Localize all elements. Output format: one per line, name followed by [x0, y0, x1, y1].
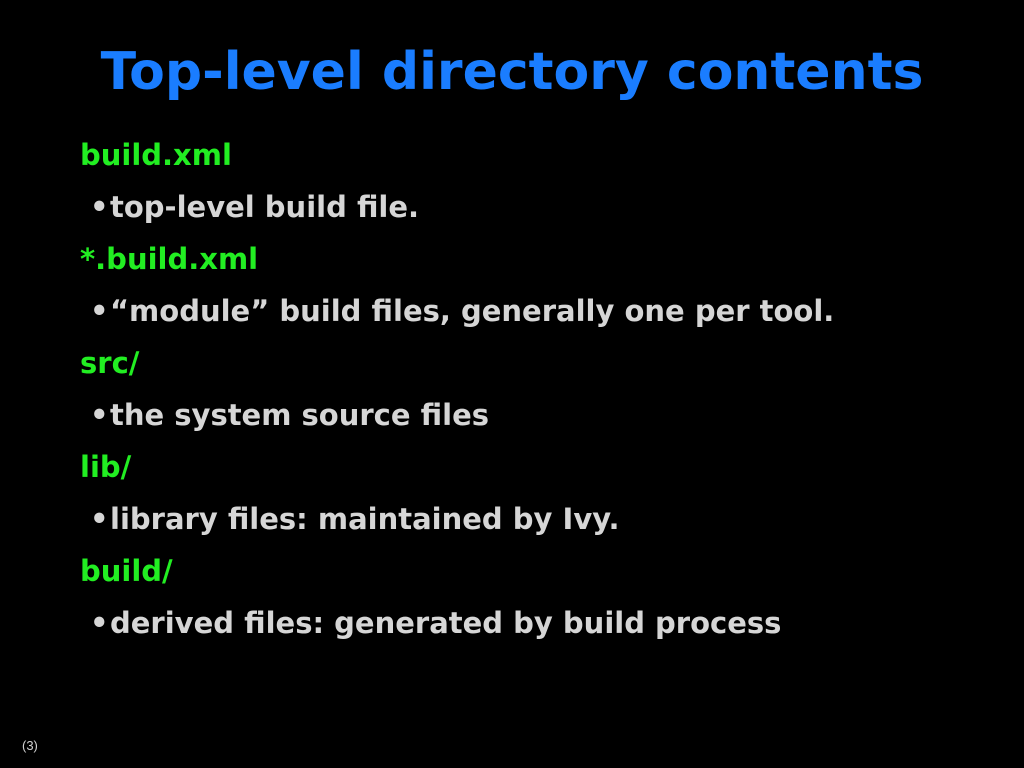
entry-term: lib/ [80, 450, 132, 484]
entry-description: derived files: generated by build proces… [110, 606, 782, 640]
slide-number: (3) [22, 738, 38, 753]
entry-description: the system source files [110, 398, 489, 432]
entry-description: top-level build file. [110, 190, 420, 224]
entry-description: library files: maintained by Ivy. [110, 502, 620, 536]
entry-description: “module” build files, generally one per … [110, 294, 835, 328]
list-item: build.xml • top-level build file. [80, 130, 980, 234]
entry-description-row: • “module” build files, generally one pe… [80, 284, 980, 338]
bullet-icon: • [90, 606, 109, 640]
entry-term: *.build.xml [80, 242, 259, 276]
list-item: *.build.xml • “module” build files, gene… [80, 234, 980, 338]
list-item: build/ • derived files: generated by bui… [80, 546, 980, 650]
list-item: lib/ • library files: maintained by Ivy. [80, 442, 980, 546]
bullet-icon: • [90, 502, 109, 536]
entry-description-row: • the system source files [80, 388, 980, 442]
bullet-icon: • [90, 294, 109, 328]
entry-description-row: • library files: maintained by Ivy. [80, 492, 980, 546]
entry-term: build.xml [80, 138, 232, 172]
entry-term: build/ [80, 554, 173, 588]
slide-title: Top-level directory contents [100, 42, 924, 102]
bullet-icon: • [90, 190, 109, 224]
entry-term: src/ [80, 346, 140, 380]
directory-list: build.xml • top-level build file. *.buil… [80, 130, 980, 650]
entry-description-row: • top-level build file. [80, 180, 980, 234]
list-item: src/ • the system source files [80, 338, 980, 442]
entry-description-row: • derived files: generated by build proc… [80, 596, 980, 650]
bullet-icon: • [90, 398, 109, 432]
